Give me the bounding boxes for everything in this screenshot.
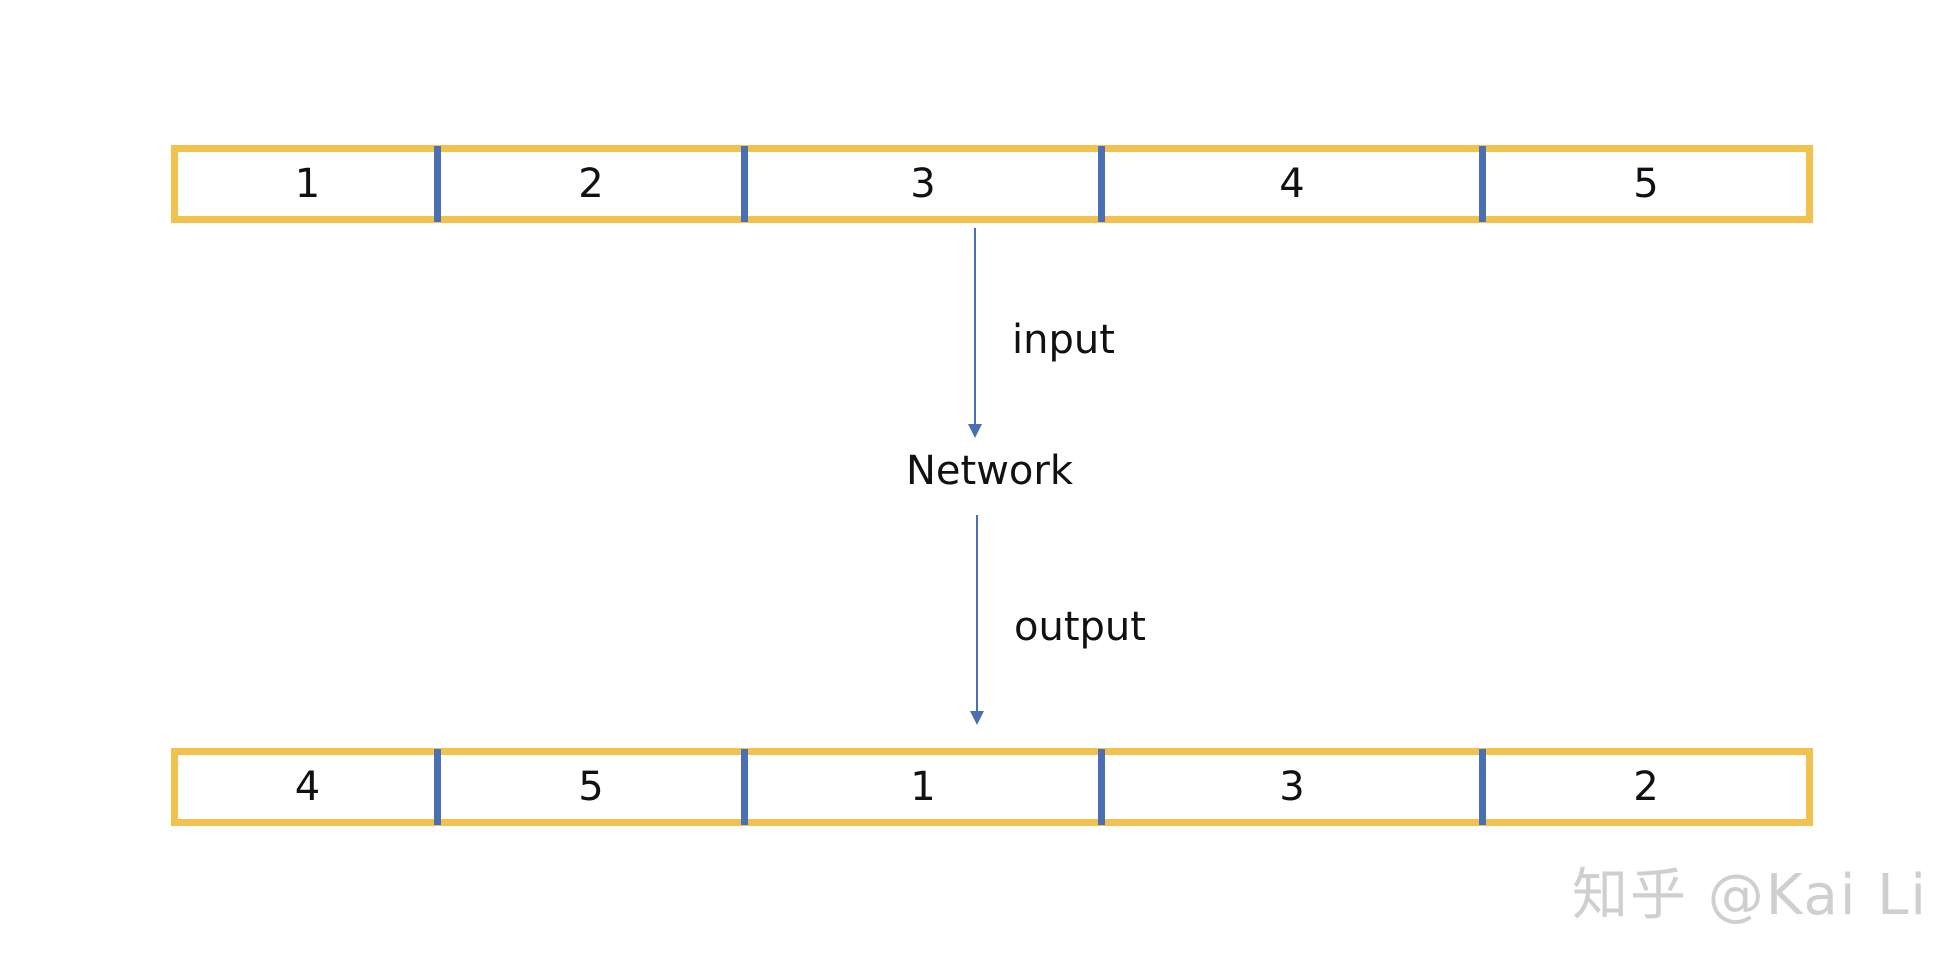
watermark: 知乎 @Kai Li bbox=[1572, 863, 1928, 928]
input-segment-5: 5 bbox=[1633, 161, 1659, 207]
input-label: input bbox=[1012, 317, 1115, 363]
input-segment-2: 2 bbox=[578, 161, 604, 207]
output-segment-4: 3 bbox=[1279, 764, 1305, 810]
segment-divider bbox=[1098, 749, 1105, 825]
output-segment-2: 5 bbox=[578, 764, 604, 810]
segment-divider bbox=[434, 146, 441, 222]
network-label: Network bbox=[906, 448, 1074, 494]
segment-divider bbox=[1479, 749, 1486, 825]
output-sequence-strip: 4 5 1 3 2 bbox=[171, 748, 1813, 826]
output-segment-1: 4 bbox=[294, 764, 321, 810]
output-label: output bbox=[1014, 604, 1146, 650]
output-arrowhead-icon bbox=[970, 711, 984, 725]
segment-divider bbox=[434, 749, 441, 825]
input-segment-4: 4 bbox=[1279, 161, 1305, 207]
segment-divider bbox=[1098, 146, 1105, 222]
segment-divider bbox=[1479, 146, 1486, 222]
input-segment-3: 3 bbox=[910, 161, 936, 207]
segment-divider bbox=[741, 749, 748, 825]
output-segment-3: 1 bbox=[910, 764, 936, 810]
input-arrowhead-icon bbox=[968, 424, 982, 438]
output-segment-5: 2 bbox=[1633, 764, 1659, 810]
input-sequence-strip: 1 2 3 4 5 bbox=[171, 145, 1813, 223]
input-segment-1: 1 bbox=[294, 161, 321, 207]
segment-divider bbox=[741, 146, 748, 222]
